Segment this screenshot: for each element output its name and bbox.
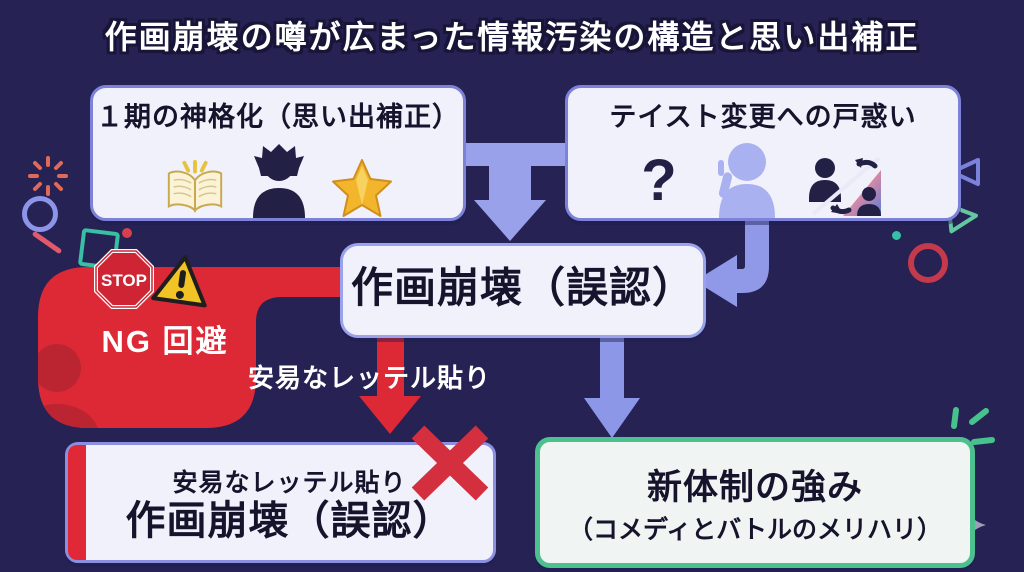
node-new-regime-line2: （コメディとバトルのメリハリ） — [567, 516, 942, 544]
labeling-edge-label: 安易なレッテル貼り — [248, 363, 492, 393]
purple-triangle-decoration — [950, 158, 980, 186]
down-arrow-labeling — [359, 331, 421, 434]
node-new-regime-line1: 新体制の強み — [646, 468, 863, 507]
cross-icon — [411, 425, 489, 501]
open-book-icon — [167, 160, 223, 213]
gold-star-icon — [332, 159, 392, 217]
node-idolization-label: １期の神格化（思い出補正） — [96, 102, 460, 132]
confused-person-icon — [717, 143, 775, 218]
circle-outline-decoration — [22, 196, 58, 232]
question-mark-icon: ? — [641, 148, 677, 213]
merge-arrow — [455, 143, 567, 241]
idolization-icon-row — [93, 142, 463, 218]
node-idolization: １期の神格化（思い出補正） — [90, 85, 466, 221]
emphasis-dashes-decoration — [951, 407, 995, 445]
svg-text:STOP: STOP — [101, 271, 147, 290]
node-labeling-line2: 作画崩壊（誤認） — [125, 498, 454, 543]
alert-strip — [68, 445, 86, 560]
node-misrecognition: 作画崩壊（誤認） — [340, 243, 706, 338]
node-new-regime: 新体制の強み （コメディとバトルのメリハリ） — [535, 437, 975, 568]
down-arrow-strength — [584, 335, 640, 438]
style-swap-icon — [808, 156, 881, 216]
warning-icon — [151, 255, 207, 308]
node-taste-change: テイスト変更への戸惑い ? — [565, 85, 961, 221]
node-misrecognition-label: 作画崩壊（誤認） — [350, 264, 695, 311]
teal-dot-decoration — [892, 231, 901, 240]
ng-avoidance-label: NG 回避 — [101, 324, 229, 359]
taste-change-icon-row: ? — [568, 142, 958, 218]
person-shadow-icon — [38, 344, 99, 428]
page-title: 作画崩壊の噂が広まった情報汚染の構造と思い出補正 — [104, 19, 920, 55]
node-labeling-line1: 安易なレッテル貼り — [172, 468, 407, 497]
starburst-decoration — [28, 156, 68, 196]
stop-sign-icon: STOP — [94, 249, 154, 309]
node-taste-change-label: テイスト変更への戸惑い — [609, 102, 917, 132]
red-ring-decoration — [908, 243, 948, 283]
fan-silhouette-icon — [253, 144, 305, 218]
node-labeling: 安易なレッテル貼り 作画崩壊（誤認） — [65, 442, 496, 563]
elbow-arrow — [695, 210, 769, 307]
red-dot-decoration — [122, 228, 132, 238]
